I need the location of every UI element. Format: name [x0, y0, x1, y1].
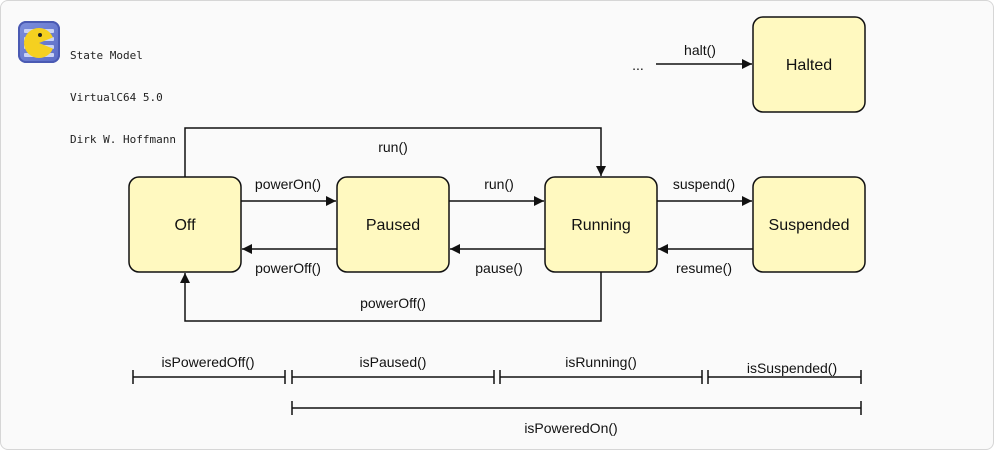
pause-label: pause()	[475, 260, 522, 276]
range-is-powered-off-label: isPoweredOff()	[161, 354, 254, 370]
state-halted-label: Halted	[786, 57, 832, 74]
power-off-from-running-arrow	[180, 272, 602, 322]
run-from-off-label: run()	[378, 139, 408, 155]
halt-label: halt()	[684, 42, 716, 58]
power-off-label: powerOff()	[255, 260, 321, 276]
state-paused-label: Paused	[366, 217, 420, 234]
state-suspended-label: Suspended	[769, 217, 850, 234]
range-is-powered-on	[291, 401, 862, 415]
header-version: VirtualC64 5.0	[70, 91, 163, 104]
range-is-powered-on-label: isPoweredOn()	[524, 420, 617, 436]
power-off-from-running-label: powerOff()	[360, 295, 426, 311]
range-is-paused	[291, 370, 495, 384]
range-is-running	[499, 370, 703, 384]
range-is-powered-off	[132, 370, 286, 384]
pacman-logo-icon	[18, 21, 60, 63]
resume-label: resume()	[676, 260, 732, 276]
header: State Model VirtualC64 5.0 Dirk W. Hoffm…	[18, 21, 176, 175]
power-on-label: powerOn()	[255, 176, 321, 192]
state-running-label: Running	[571, 217, 631, 234]
range-is-suspended-label: isSuspended()	[747, 360, 837, 376]
state-suspended	[752, 176, 866, 273]
state-halted	[752, 16, 866, 113]
header-title: State Model	[70, 49, 143, 62]
header-author: Dirk W. Hoffmann	[70, 133, 176, 146]
suspend-label: suspend()	[673, 176, 735, 192]
range-is-running-label: isRunning()	[565, 354, 637, 370]
state-off-label: Off	[174, 217, 196, 234]
header-text: State Model VirtualC64 5.0 Dirk W. Hoffm…	[70, 21, 176, 175]
range-is-paused-label: isPaused()	[360, 354, 427, 370]
state-paused	[336, 176, 450, 273]
range-is-suspended	[707, 370, 862, 384]
ellipsis-label: ...	[632, 57, 644, 73]
run-label: run()	[484, 176, 514, 192]
run-from-off-arrow	[184, 127, 606, 177]
